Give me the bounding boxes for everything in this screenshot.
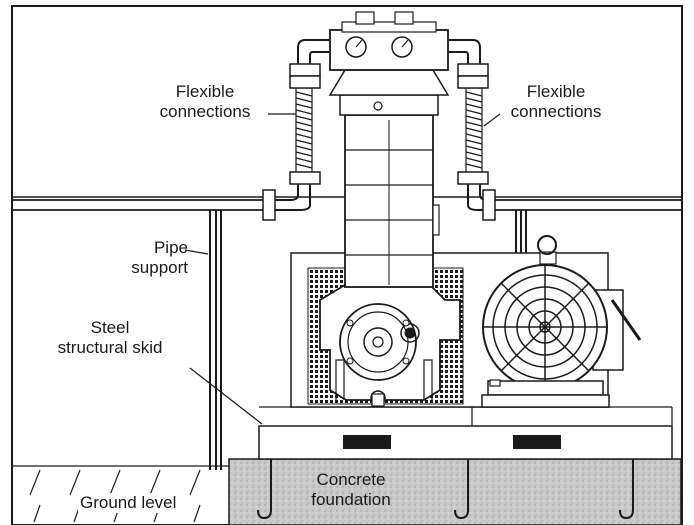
pipe-support-line1: Pipe [153,238,188,257]
ground-level-label: Ground level [78,493,179,513]
pipe-support-line2: support [131,258,188,277]
flexible-connections-right-label: Flexible connections [497,82,615,122]
steel-skid-line1: Steel [90,318,130,337]
concrete-foundation-line2: foundation [311,490,391,509]
horizontal-pipe-right [485,199,682,211]
steel-structural-skid-label: Steel structural skid [40,318,180,358]
flexible-connections-left-line2: connections [159,102,251,121]
right-pipe-run [448,39,496,221]
pipe-support-right [515,210,527,253]
anchor-bolts [257,458,634,520]
steel-skid-line2: structural skid [57,338,163,357]
electric-motor [481,235,642,408]
leader-lines [184,113,501,425]
left-flexible-hose [295,91,313,169]
pipe-support-left [209,210,222,470]
flexible-connections-right-line1: Flexible [526,82,586,101]
concrete-foundation-line1: Concrete [316,470,386,489]
pipe-support-label: Pipe support [110,238,188,278]
left-pipe-run [262,39,330,221]
compressor [319,11,461,406]
mount-details [371,379,501,407]
horizontal-pipe-left [12,199,268,211]
flexible-connections-left-line1: Flexible [175,82,235,101]
steel-structural-skid [258,406,673,460]
ground-hatch [12,465,683,523]
flexible-connections-left-label: Flexible connections [150,82,260,122]
right-flexible-hose [465,91,483,169]
flexible-connections-right-line2: connections [510,102,602,121]
diagram-frame [11,5,683,525]
concrete-foundation-label: Concrete foundation [296,470,406,510]
